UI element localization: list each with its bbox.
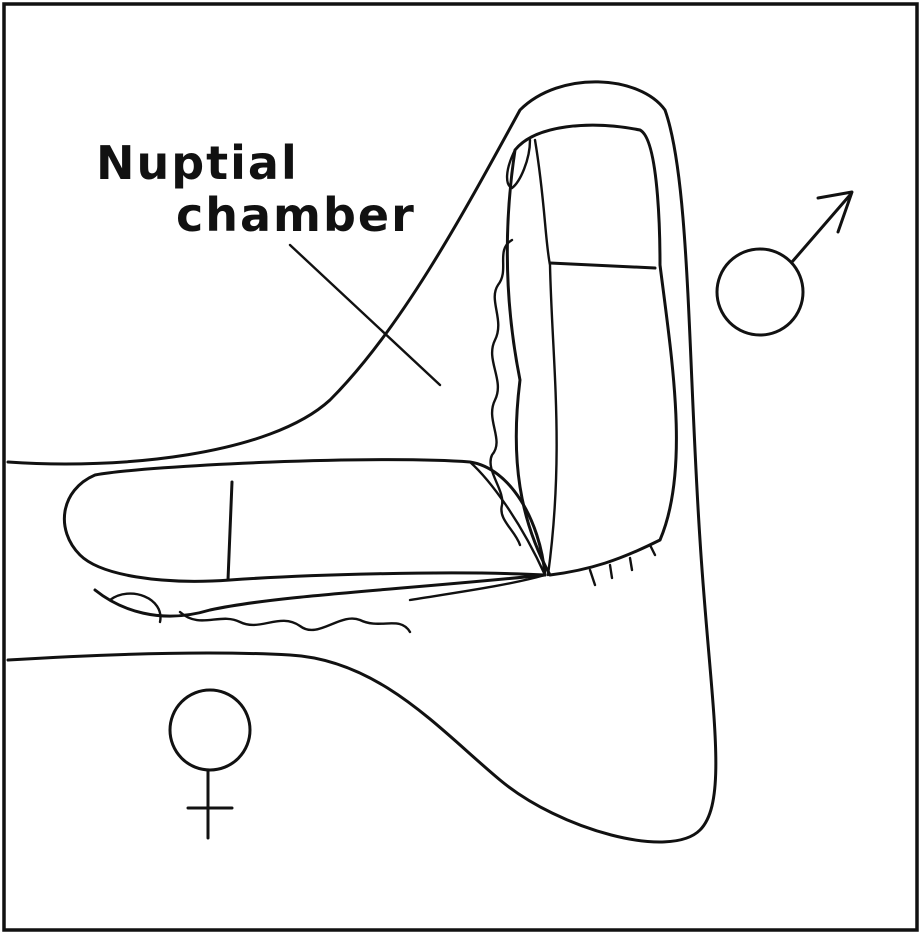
female-body-outline: [64, 460, 545, 582]
male-body-outline: [507, 125, 676, 575]
male-symbol: [717, 192, 852, 335]
body-junction-lines: [410, 462, 545, 600]
female-body-segment-divider: [228, 482, 232, 580]
male-inner-edge: [535, 140, 557, 575]
callout-leader-line: [290, 245, 440, 385]
female-symbol-circle: [170, 690, 250, 770]
male-leg-fringe: [491, 240, 520, 545]
female-leg-fringe: [180, 612, 410, 632]
male-symbol-circle: [717, 249, 803, 335]
female-symbol-cross: [188, 770, 232, 838]
male-symbol-arrow: [792, 192, 852, 262]
male-body-segment-divider: [550, 263, 655, 268]
female-lower-bulge: [110, 594, 160, 622]
female-symbol: [170, 690, 250, 838]
nuptial-chamber-label-line2: chamber: [176, 192, 416, 238]
nuptial-chamber-label-line1: Nuptial: [96, 140, 299, 186]
